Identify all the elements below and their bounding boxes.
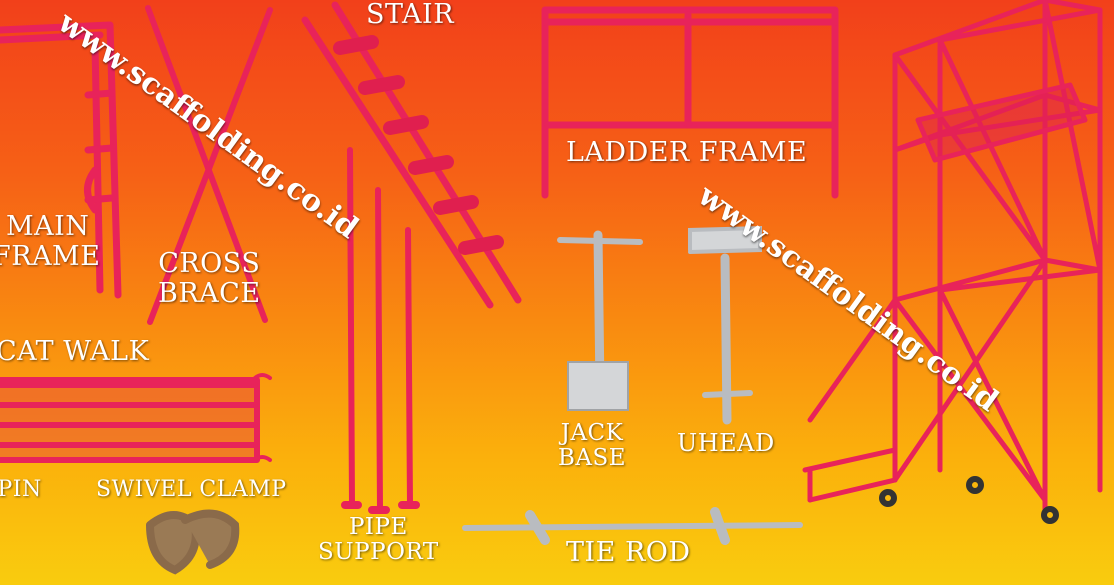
tie-rod-image bbox=[462, 507, 803, 545]
ladder-frame-image bbox=[541, 6, 839, 199]
label-pipe-support: PIPE SUPPORT bbox=[318, 514, 439, 566]
label-cross-brace-line1: CROSS bbox=[158, 248, 261, 279]
label-pipe-support-line2: SUPPORT bbox=[318, 539, 439, 566]
label-cross-brace: CROSS BRACE bbox=[158, 249, 261, 308]
label-ladder-frame: LADDER FRAME bbox=[566, 137, 808, 168]
label-swivel-clamp: SWIVEL CLAMP bbox=[96, 477, 287, 502]
label-uhead: UHEAD bbox=[677, 429, 775, 457]
stair-image bbox=[301, 1, 522, 309]
tower-scaffold-image bbox=[802, 0, 1103, 513]
label-pipe-support-line1: PIPE bbox=[348, 514, 408, 540]
label-main-frame-line2: FRAME bbox=[0, 240, 101, 272]
pipe-support-image bbox=[341, 147, 420, 514]
label-jack-base: JACK BASE bbox=[558, 420, 627, 472]
cat-walk-image bbox=[0, 373, 272, 463]
label-jack-base-line2: BASE bbox=[558, 445, 627, 472]
label-jack-base-line1: JACK bbox=[560, 420, 624, 446]
label-joint-pin: JOINT PIN bbox=[0, 477, 42, 502]
label-cat-walk: CAT WALK bbox=[0, 336, 150, 367]
wheels-image bbox=[879, 476, 1059, 524]
label-tie-rod: TIE ROD bbox=[566, 537, 691, 568]
cross-brace-image bbox=[145, 5, 273, 325]
label-main-frame: MAIN FRAME bbox=[0, 212, 100, 271]
swivel-clamp-image bbox=[146, 509, 240, 575]
main-frame-image bbox=[0, 21, 122, 299]
label-stair: STAIR bbox=[366, 0, 455, 30]
label-cross-brace-line2: BRACE bbox=[158, 277, 261, 309]
uhead-image bbox=[688, 225, 762, 425]
label-main-frame-line1: MAIN bbox=[6, 211, 90, 242]
jack-base-image bbox=[557, 230, 643, 411]
